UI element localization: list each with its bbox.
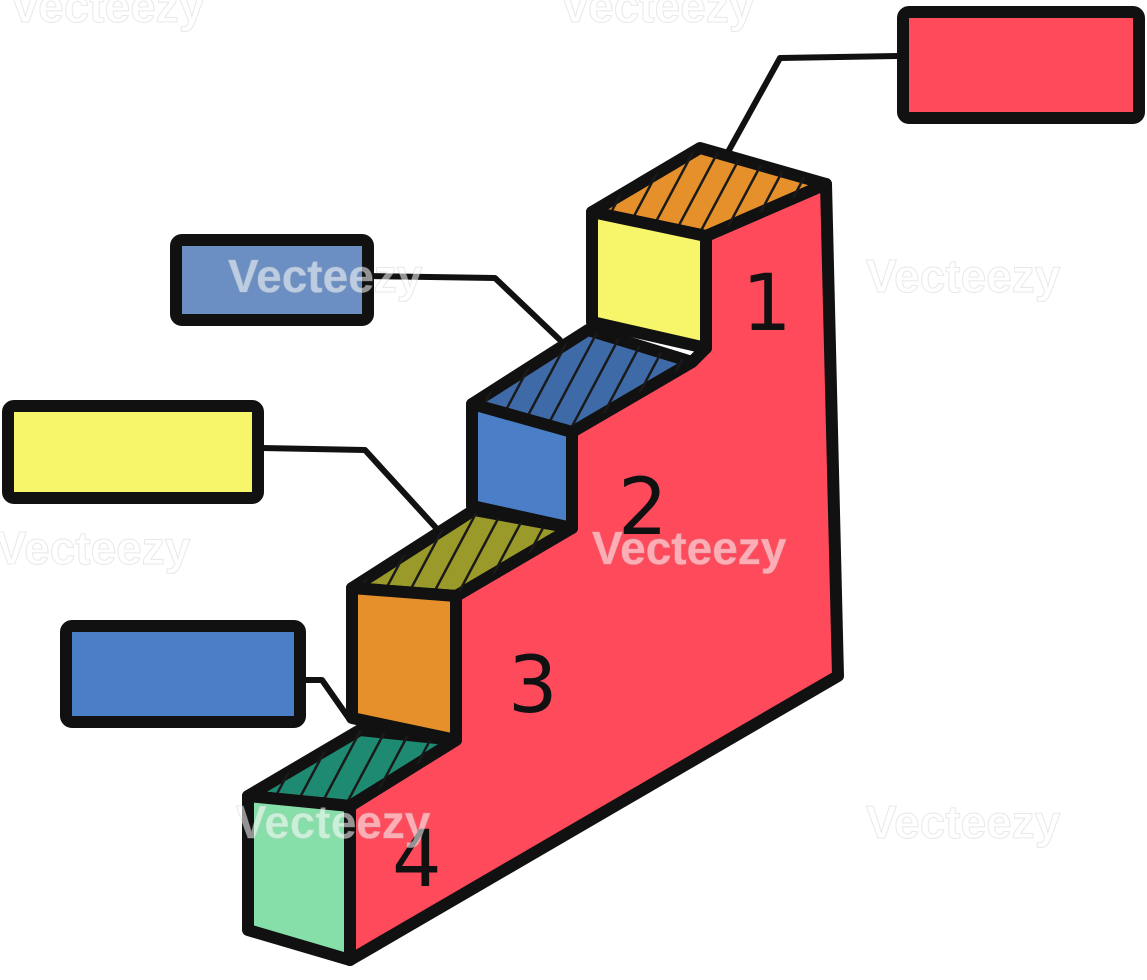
watermark-text: Vecteezy [236, 796, 431, 848]
tread-hatch-4 [248, 730, 456, 806]
riser-step-2 [466, 398, 578, 534]
connector-step-3 [259, 445, 441, 533]
riser-step-4 [242, 790, 356, 966]
tread-hatch-2 [472, 330, 692, 432]
step-number-3: 3 [508, 641, 558, 731]
step-numbers: 1 2 3 4 [392, 259, 792, 905]
tread-hatch-1 [592, 148, 826, 236]
watermark-text: Vecteezy [592, 522, 787, 574]
step-number-1: 1 [742, 259, 792, 349]
watermark-text: Vecteezy [866, 250, 1061, 302]
label-boxes [2, 6, 1145, 728]
connector-step-1 [725, 53, 901, 155]
connector-lines [259, 53, 901, 723]
connector-step-4 [299, 677, 353, 723]
label-box-step-2 [170, 234, 374, 326]
riser-step-1 [586, 206, 712, 354]
tread-hatching [248, 148, 826, 806]
tread-hatch-3 [352, 510, 572, 596]
riser-step-3 [346, 582, 462, 746]
step-number-2: 2 [618, 463, 668, 553]
label-box-step-3 [2, 400, 264, 504]
label-box-step-4 [60, 620, 306, 728]
step-number-4: 4 [392, 815, 442, 905]
watermark-layer: Vecteezy Vecteezy Vecteezy Vecteezy Vect… [0, 0, 1061, 849]
stair-risers [242, 206, 712, 966]
watermark-text: Vecteezy [0, 522, 191, 574]
watermark-text: Vecteezy [10, 0, 205, 32]
watermark-text: Vecteezy [228, 250, 423, 302]
watermark-text: Vecteezy [560, 0, 755, 32]
connector-step-2 [365, 273, 563, 343]
label-box-step-1 [897, 6, 1145, 124]
watermark-text: Vecteezy [866, 796, 1061, 848]
